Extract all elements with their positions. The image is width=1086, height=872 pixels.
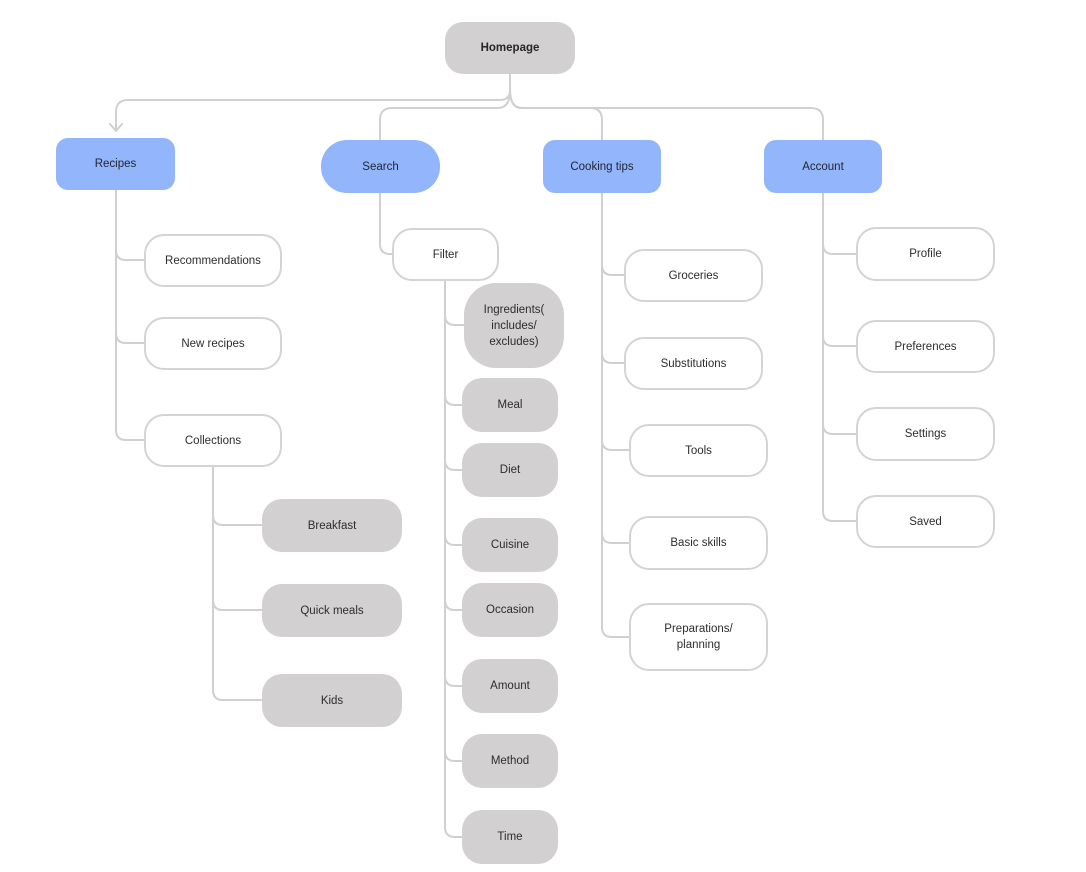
node-breakfast: Breakfast [262,499,402,552]
connector-filter-5 [444,280,463,687]
connector-filter-2 [444,280,463,471]
connector-account-2 [822,192,857,435]
node-filter: Filter [392,228,499,281]
connector-root-recipes [115,73,511,131]
node-filter-meal: Meal [462,378,558,432]
node-search: Search [321,140,440,193]
node-homepage: Homepage [445,22,575,74]
node-profile: Profile [856,227,995,281]
connector-root-account [509,89,824,141]
connector-search-0 [379,192,393,255]
connector-cooking-tips-4 [601,192,630,638]
connector-root-cooking-tips [509,89,603,141]
node-groceries: Groceries [624,249,763,302]
node-settings: Settings [856,407,995,461]
node-basic-skills: Basic skills [629,516,768,570]
node-kids: Kids [262,674,402,727]
connector-arrowhead-recipes [109,123,123,132]
node-account: Account [764,140,882,193]
connector-account-1 [822,192,857,347]
node-new-recipes: New recipes [144,317,282,370]
connector-cooking-tips-2 [601,192,630,451]
connector-root-search [379,89,511,141]
node-quick-meals: Quick meals [262,584,402,637]
node-recommendations: Recommendations [144,234,282,287]
connector-recipes-1 [115,189,145,344]
connector-filter-3 [444,280,463,546]
connector-cooking-tips-1 [601,192,625,364]
connector-collections-2 [212,466,263,701]
connector-account-3 [822,192,857,522]
node-filter-cuisine: Cuisine [462,518,558,572]
connector-collections-0 [212,466,263,526]
node-cooking-tips: Cooking tips [543,140,661,193]
node-preparations-planning: Preparations/ planning [629,603,768,671]
node-tools: Tools [629,424,768,477]
connector-filter-6 [444,280,463,762]
connector-filter-0 [444,280,465,326]
node-collections: Collections [144,414,282,467]
connector-filter-7 [444,280,463,838]
connector-filter-4 [444,280,463,611]
node-preferences: Preferences [856,320,995,373]
connector-cooking-tips-0 [601,192,625,276]
node-filter-ingredients: Ingredients( includes/ excludes) [464,283,564,368]
node-saved: Saved [856,495,995,548]
connector-filter-1 [444,280,463,406]
node-filter-amount: Amount [462,659,558,713]
node-filter-time: Time [462,810,558,864]
connector-account-0 [822,192,857,255]
connector-recipes-0 [115,189,145,261]
node-filter-occasion: Occasion [462,583,558,637]
node-recipes: Recipes [56,138,175,190]
connector-recipes-2 [115,189,145,441]
connector-collections-1 [212,466,263,611]
node-substitutions: Substitutions [624,337,763,390]
node-filter-diet: Diet [462,443,558,497]
node-filter-method: Method [462,734,558,788]
